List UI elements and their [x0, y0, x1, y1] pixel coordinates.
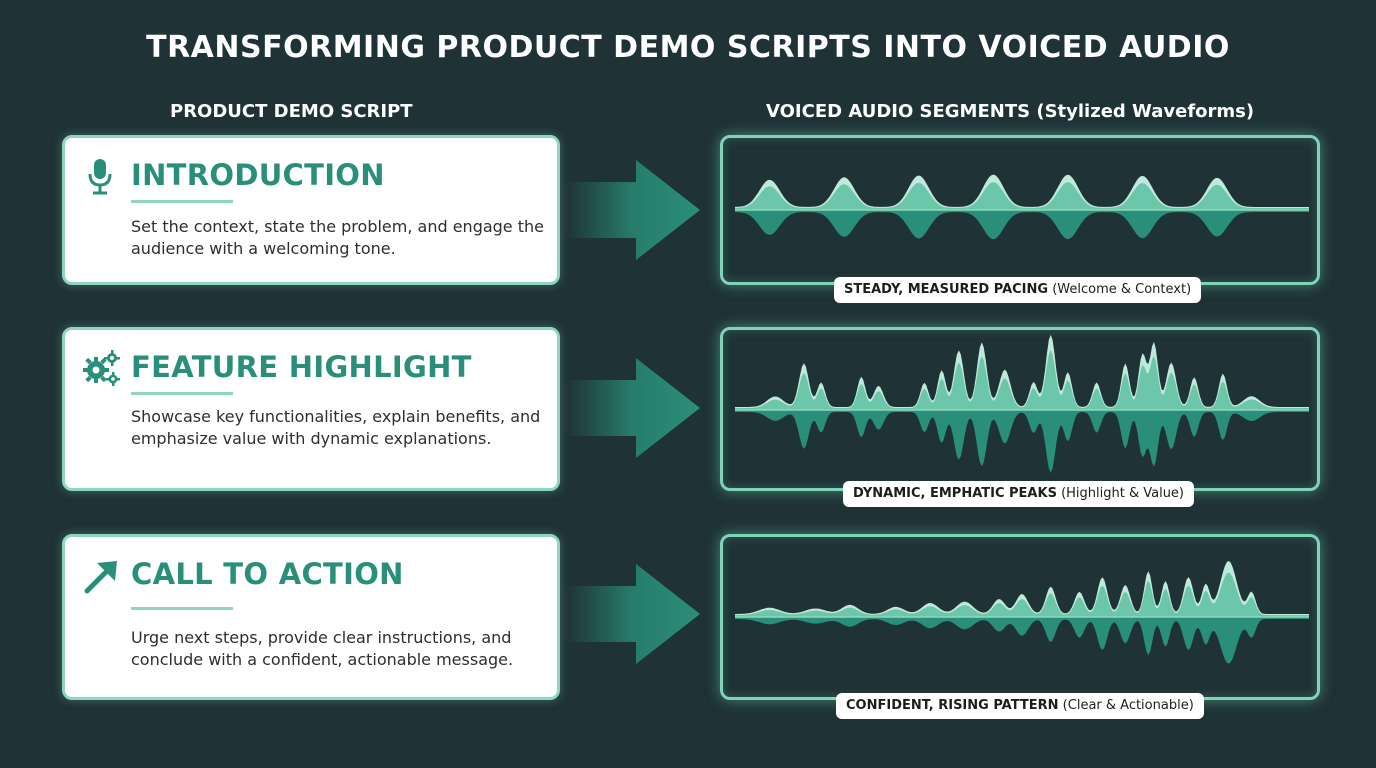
waveform-panel-rising	[720, 534, 1320, 700]
waveform-caption-steady: STEADY, MEASURED PACING (Welcome & Conte…	[834, 277, 1202, 303]
section-description: Set the context, state the problem, and …	[131, 217, 544, 258]
flow-arrow-1	[566, 160, 706, 260]
microphone-icon	[81, 156, 121, 196]
caption-bold: DYNAMIC, EMPHATIC PEAKS	[853, 486, 1057, 501]
waveform-steady	[735, 174, 1309, 240]
page-title: TRANSFORMING PRODUCT DEMO SCRIPTS INTO V…	[146, 30, 1230, 65]
waveform-caption-rising: CONFIDENT, RISING PATTERN (Clear & Actio…	[836, 693, 1204, 719]
waveform-rising	[735, 560, 1309, 664]
waveform-panel-dynamic	[720, 327, 1320, 491]
flow-arrow-2	[566, 358, 706, 458]
left-column-heading: PRODUCT DEMO SCRIPT	[170, 101, 413, 122]
caption-bold: CONFIDENT, RISING PATTERN	[846, 698, 1059, 713]
section-heading: INTRODUCTION	[131, 158, 385, 192]
section-description: Showcase key functionalities, explain be…	[131, 407, 541, 448]
caption-rest: (Highlight & Value)	[1056, 486, 1185, 501]
waveform-dynamic	[735, 334, 1309, 473]
caption-rest: (Welcome & Context)	[1048, 282, 1192, 297]
heading-underline	[131, 200, 233, 203]
caption-rest: (Clear & Actionable)	[1058, 698, 1194, 713]
heading-underline	[131, 607, 233, 610]
arrow-up-right-icon	[81, 557, 121, 597]
section-description: Urge next steps, provide clear instructi…	[131, 628, 514, 669]
script-card-introduction: INTRODUCTION Set the context, state the …	[62, 135, 560, 285]
caption-bold: STEADY, MEASURED PACING	[844, 282, 1049, 297]
gears-icon	[81, 348, 121, 388]
waveform-caption-dynamic: DYNAMIC, EMPHATIC PEAKS (Highlight & Val…	[843, 481, 1195, 507]
section-heading: CALL TO ACTION	[131, 557, 404, 591]
flow-arrow-3	[566, 564, 706, 664]
section-heading: FEATURE HIGHLIGHT	[131, 350, 472, 384]
waveform-panel-steady	[720, 135, 1320, 285]
heading-underline	[131, 392, 233, 395]
script-card-feature-highlight: FEATURE HIGHLIGHT Showcase key functiona…	[62, 327, 560, 491]
script-card-call-to-action: CALL TO ACTION Urge next steps, provide …	[62, 534, 560, 700]
right-column-heading: VOICED AUDIO SEGMENTS (Stylized Waveform…	[766, 101, 1255, 122]
